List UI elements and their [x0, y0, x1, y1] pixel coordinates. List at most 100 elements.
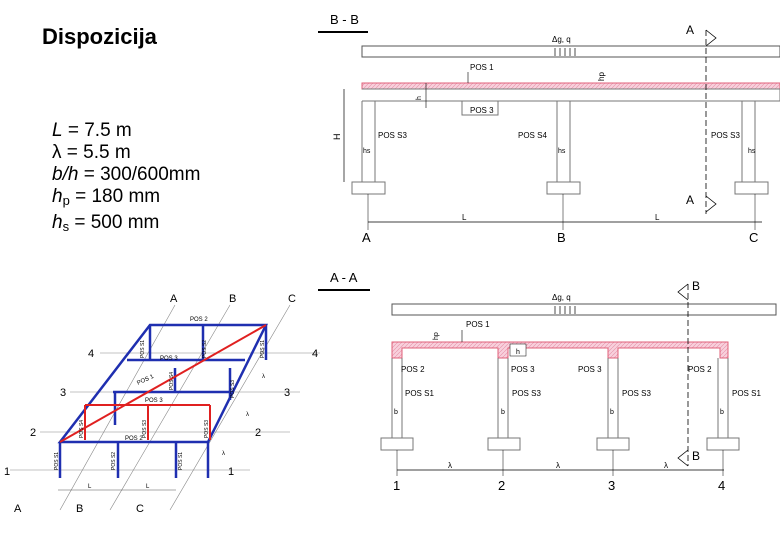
aa-column-2 [487, 358, 521, 451]
bb-slab-pos1 [361, 82, 780, 90]
iso-beam-label-5: POS 2 [125, 436, 143, 442]
bb-column-A [351, 101, 386, 195]
param-column-size: hs = 500 mm [52, 212, 160, 234]
param-span-lambda: λ = 5.5 m [52, 142, 131, 163]
aa-column-4 [706, 358, 740, 451]
bb-pos3-label: POS 3 [470, 106, 494, 115]
bb-hp-label: hp [597, 72, 606, 81]
iso-top-axis-A: A [170, 293, 178, 305]
bb-h-label: h [416, 96, 423, 100]
iso-bottom-axis-C: C [136, 503, 144, 515]
bb-axis-A: A [362, 230, 371, 245]
bb-hs-label-1: hs [363, 148, 371, 155]
iso-col-label-7: POS S4 [169, 372, 175, 390]
bb-cut-top-label: A [686, 23, 694, 37]
aa-axis-2: 2 [498, 478, 505, 493]
iso-col-label-8: POS S3 [230, 380, 236, 398]
aa-column-3 [596, 358, 630, 451]
aa-col-label-3: POS S3 [622, 389, 651, 398]
iso-beam-label-3: POS 1 [136, 374, 155, 387]
iso-right-axis-4: 4 [312, 348, 318, 360]
iso-frame-blue [57, 323, 269, 478]
bb-col-label-3: POS S3 [711, 131, 740, 140]
aa-load-strip [391, 303, 777, 316]
bb-axis-C: C [749, 230, 758, 245]
iso-top-axis-B: B [229, 293, 236, 305]
aa-axis-4: 4 [718, 478, 725, 493]
aa-column-1 [380, 358, 414, 451]
iso-right-axis-2: 2 [255, 427, 261, 439]
iso-beam-label-2: POS 3 [160, 356, 178, 362]
bb-hs-label-3: hs [748, 148, 756, 155]
bb-cut-bottom-label: A [686, 193, 694, 207]
bb-column-B [546, 101, 581, 195]
iso-col-label-6: POS S3 [204, 420, 210, 438]
iso-span-L-2: L [146, 484, 150, 490]
iso-left-axis-1: 1 [4, 466, 10, 478]
aa-beam-label-1: POS 2 [401, 365, 425, 374]
iso-right-axis-3: 3 [284, 387, 290, 399]
aa-slab-pos1 [391, 341, 729, 359]
aa-h-label: h [516, 349, 520, 356]
iso-left-axis-3: 3 [60, 387, 66, 399]
iso-span-lambda-3: λ [262, 374, 265, 380]
aa-span-label-1: λ [448, 461, 452, 470]
aa-cut-top-label: B [692, 279, 700, 293]
iso-span-L-1: L [88, 484, 92, 490]
iso-col-label-9: POS S1 [140, 340, 146, 358]
iso-span-lambda-2: λ [246, 412, 249, 418]
param-beam-section: b/h = 300/600mm [52, 164, 201, 185]
aa-b-label-2: b [501, 409, 505, 416]
iso-top-axis-C: C [288, 293, 296, 305]
bb-span-label-2: L [655, 213, 660, 222]
aa-b-label-3: b [610, 409, 614, 416]
iso-beam-label-4: POS 3 [145, 398, 163, 404]
iso-col-label-5: POS S3 [142, 420, 148, 438]
iso-bottom-axis-B: B [76, 503, 83, 515]
aa-pos1-label: POS 1 [466, 320, 490, 329]
aa-hp-label: hp [433, 332, 440, 340]
bb-beam-pos3 [461, 100, 499, 116]
aa-axis-1: 1 [393, 478, 400, 493]
iso-bottom-axis-A: A [14, 503, 22, 515]
bb-load-arrows [554, 48, 576, 56]
bb-beam-outline [362, 88, 780, 102]
bb-col-label-1: POS S3 [378, 131, 407, 140]
param-slab-thickness: hp = 180 mm [52, 186, 161, 208]
parameter-list: L = 7.5 m λ = 5.5 m b/h = 300/600mm hp =… [52, 120, 200, 238]
iso-grid-lines [10, 304, 320, 511]
iso-col-label-4: POS S4 [79, 420, 85, 438]
page-title: Dispozicija [42, 24, 157, 49]
iso-col-label-3: POS S1 [178, 452, 184, 470]
iso-right-axis-1: 1 [228, 466, 234, 478]
aa-col-label-4: POS S1 [732, 389, 761, 398]
iso-col-label-10: POS S2 [202, 340, 208, 358]
aa-col-label-1: POS S1 [405, 389, 434, 398]
aa-beam-label-4: POS 2 [688, 365, 712, 374]
bb-span-label-1: L [462, 213, 467, 222]
bb-load-label: Δg, q [552, 35, 571, 44]
iso-beam-label-1: POS 2 [190, 317, 208, 323]
bb-pos1-label: POS 1 [470, 63, 494, 72]
bb-hs-label-2: hs [558, 148, 566, 155]
iso-span-lambda-1: λ [222, 451, 225, 457]
param-span-L: L = 7.5 m [52, 120, 132, 141]
aa-beam-label-2: POS 3 [511, 365, 535, 374]
bb-load-strip [361, 45, 780, 58]
section-aa-title: A - A [330, 270, 358, 285]
bb-col-label-2: POS S4 [518, 131, 547, 140]
iso-left-axis-2: 2 [30, 427, 36, 439]
aa-load-arrows [554, 306, 576, 314]
aa-span-label-2: λ [556, 461, 560, 470]
iso-left-axis-4: 4 [88, 348, 94, 360]
aa-beam-label-3: POS 3 [578, 365, 602, 374]
aa-b-label-4: b [720, 409, 724, 416]
aa-b-label-1: b [394, 409, 398, 416]
aa-span-label-3: λ [664, 461, 668, 470]
iso-col-label-2: POS S2 [111, 452, 117, 470]
iso-col-label-11: POS S1 [260, 340, 266, 358]
iso-col-label-1: POS S1 [54, 452, 60, 470]
aa-axis-3: 3 [608, 478, 615, 493]
aa-load-label: Δg, q [552, 293, 571, 302]
